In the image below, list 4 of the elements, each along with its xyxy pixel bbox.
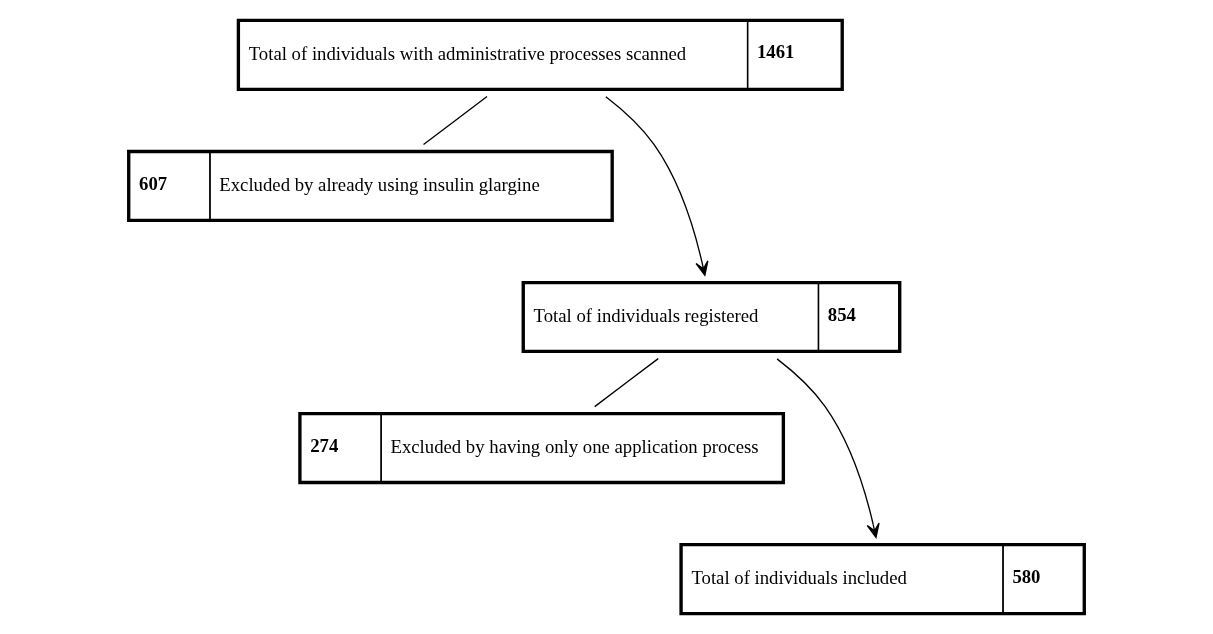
arrow: [776, 358, 880, 539]
connector: [594, 357, 659, 408]
connector: [422, 95, 488, 146]
arrow: [605, 96, 709, 276]
